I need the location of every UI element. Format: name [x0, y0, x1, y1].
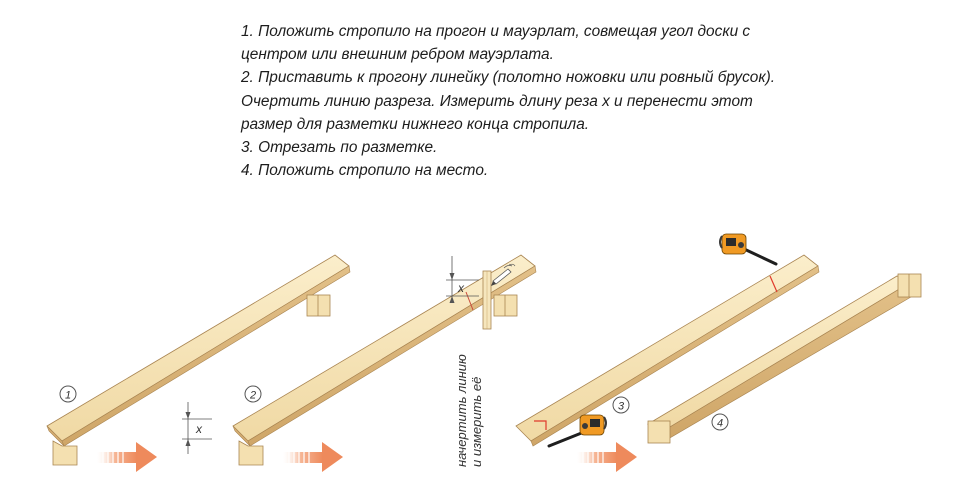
instruction-line: 3. Отрезать по разметке.	[241, 139, 438, 157]
chainsaw-icon	[547, 414, 607, 448]
side-note-line: и измерить её	[469, 377, 484, 467]
pencil-icon	[491, 263, 516, 286]
step-4-group: 4	[647, 273, 922, 444]
dimension-label: x	[457, 281, 465, 295]
upper-dimension-x: x	[446, 256, 479, 303]
rafter-board	[46, 254, 351, 447]
rafter-board	[232, 254, 537, 447]
step-2-group: x x 2 начертить линию	[182, 254, 537, 472]
side-note-line: начертить линию	[454, 354, 469, 467]
cut-line	[465, 291, 474, 311]
step-number: 4	[717, 418, 723, 430]
mauerlat-block	[238, 440, 264, 466]
lower-dimension-x: x	[182, 402, 212, 454]
instruction-line: Очертить линию разреза. Измерить длину р…	[241, 92, 753, 110]
step-number: 2	[249, 390, 256, 402]
cut-mark	[534, 275, 778, 430]
mauerlat-block	[52, 440, 78, 466]
instruction-line: размер для разметки нижнего конца стропи…	[241, 115, 590, 133]
step-3-group: 3	[515, 233, 820, 472]
step-3-marker: 3	[612, 396, 630, 414]
mauerlat-block	[647, 420, 671, 444]
instruction-line: 1. Положить стропило на прогон и мауэрла…	[241, 23, 751, 40]
step-number: 3	[618, 401, 625, 413]
rafter-board	[647, 275, 912, 440]
step-1-group: 1	[46, 254, 351, 472]
arrow-right-icon	[577, 442, 637, 472]
arrow-right-icon	[97, 442, 157, 472]
instruction-line: центром или внешним ребром мауэрлата.	[241, 46, 554, 64]
purlin-block	[306, 294, 331, 317]
dimension-label: x	[195, 422, 203, 436]
step-2-marker: 2	[244, 385, 262, 403]
purlin-block	[493, 294, 518, 317]
instruction-line: 4. Положить стропило на место.	[241, 162, 489, 180]
chainsaw-icon	[719, 233, 778, 266]
step-4-marker: 4	[711, 413, 729, 431]
purlin-block	[897, 273, 922, 298]
rafter-board	[515, 254, 820, 447]
step-1-marker: 1	[59, 385, 77, 403]
step-number: 1	[65, 390, 71, 402]
instruction-line: 2. Приставить к прогону линейку (полотно…	[241, 69, 776, 87]
instructions: 1. Положить стропило на прогон и мауэрла…	[241, 20, 941, 182]
ruler-board	[482, 270, 492, 330]
side-note: начертить линию и измерить её	[454, 354, 484, 467]
arrow-right-icon	[283, 442, 343, 472]
